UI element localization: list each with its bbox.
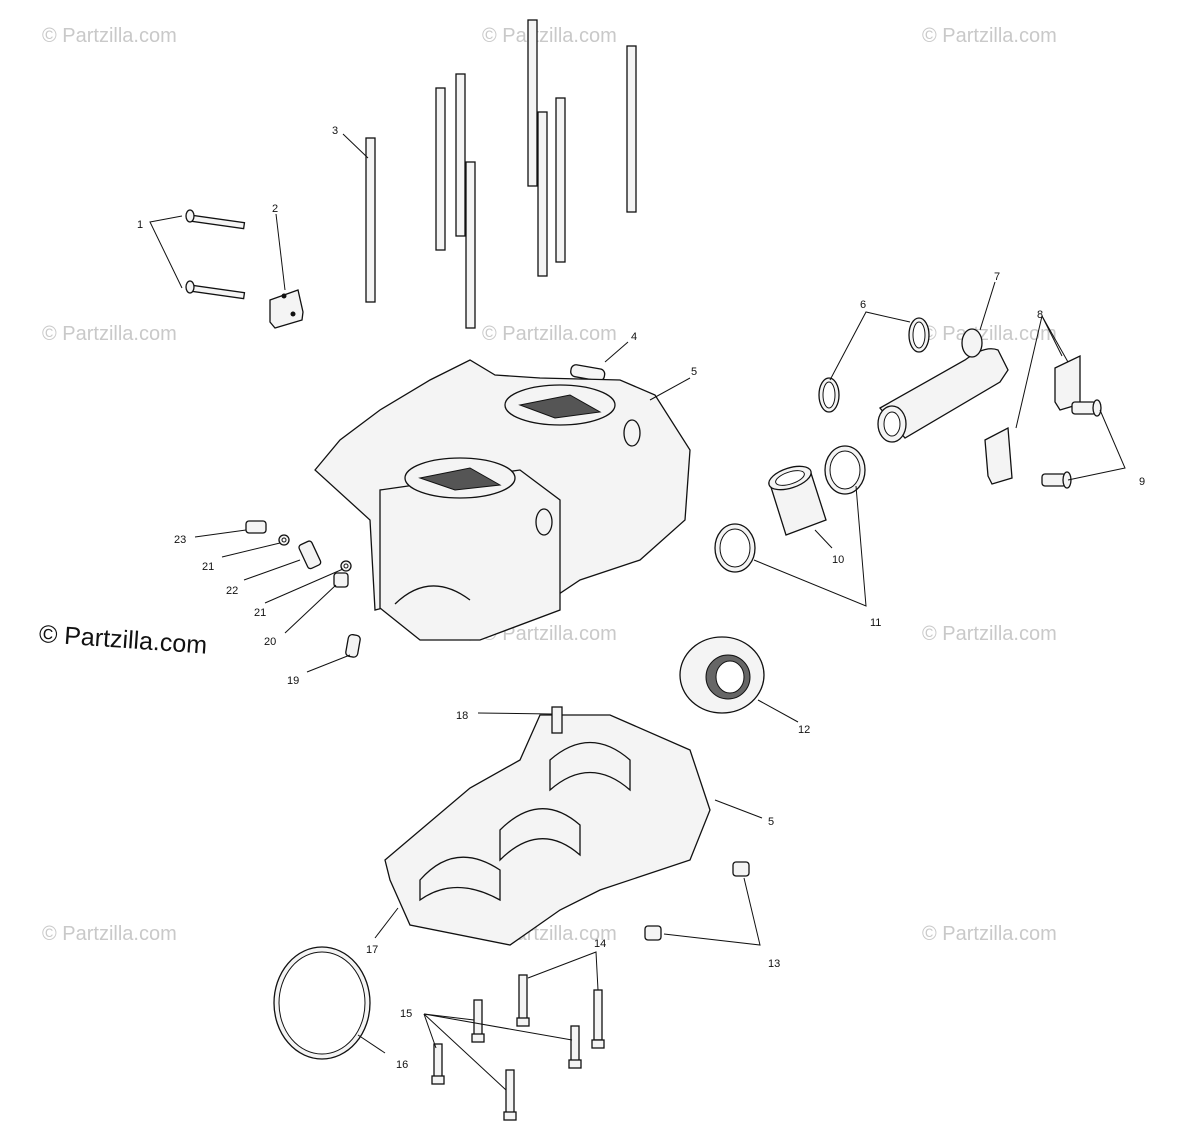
callout-21-b: 21 — [254, 607, 266, 619]
part-1-bolts — [149, 209, 246, 300]
callout-11: 11 — [870, 617, 881, 629]
part-6-o-rings — [818, 311, 930, 413]
watermark-text: © Partzilla.com — [922, 623, 1057, 645]
part-9-screws — [1041, 399, 1126, 489]
watermark-group: © Partzilla.com © Partzilla.com © Partzi… — [42, 25, 1057, 945]
part-8-brackets — [984, 314, 1081, 485]
watermark-text: © Partzilla.com — [922, 25, 1057, 47]
part-16-ring — [273, 946, 386, 1060]
part-3-studs — [342, 19, 637, 329]
callout-14: 14 — [594, 938, 606, 950]
callout-7: 7 — [994, 271, 1000, 283]
callout-22: 22 — [226, 585, 238, 597]
part-12-oil-seal — [679, 636, 799, 723]
watermark-text: © Partzilla.com — [42, 25, 177, 47]
callout-10: 10 — [832, 554, 844, 566]
part-7-water-elbow — [877, 281, 1009, 443]
callout-6: 6 — [860, 299, 866, 311]
part-19-23-hardware — [194, 520, 361, 673]
watermark-text: © Partzilla.com — [482, 623, 617, 645]
callout-21-a: 21 — [202, 561, 214, 573]
callout-23: 23 — [174, 534, 186, 546]
part-13-plugs — [644, 861, 761, 946]
part-10-hose — [768, 465, 833, 549]
callout-1: 1 — [137, 219, 143, 231]
watermark-text: © Partzilla.com — [922, 923, 1057, 945]
watermark-text: © Partzilla.com — [42, 923, 177, 945]
watermark-text: © Partzilla.com — [482, 323, 617, 345]
watermark-text: © Partzilla.com — [42, 323, 177, 345]
callout-12: 12 — [798, 724, 810, 736]
callout-labels: 1 2 3 4 5 5 6 7 8 9 10 11 12 13 14 15 16… — [137, 125, 1145, 1071]
part-2-cover-plate — [269, 213, 304, 329]
part-4-dowel — [570, 341, 629, 382]
part-18-stud — [477, 706, 563, 734]
part-5-lower-crankcase — [384, 714, 763, 946]
callout-9: 9 — [1139, 476, 1145, 488]
callout-20: 20 — [264, 636, 276, 648]
part-17-pin — [374, 907, 399, 939]
part-11-hose-clamps — [714, 445, 867, 607]
callout-5-lower: 5 — [768, 816, 774, 828]
callout-8: 8 — [1037, 309, 1043, 321]
callout-17: 17 — [366, 944, 378, 956]
callout-13: 13 — [768, 958, 780, 970]
callout-19: 19 — [287, 675, 299, 687]
callout-5-upper: 5 — [691, 366, 697, 378]
callout-18: 18 — [456, 710, 468, 722]
callout-15: 15 — [400, 1008, 412, 1020]
callout-3: 3 — [332, 125, 338, 137]
watermark-text: © Partzilla.com — [482, 25, 617, 47]
callout-16: 16 — [396, 1059, 408, 1071]
callout-4: 4 — [631, 331, 637, 343]
watermark-text: © Partzilla.com — [922, 323, 1057, 345]
part-14-15-bolts — [423, 951, 605, 1121]
part-5-upper-crankcase — [314, 359, 691, 641]
callout-2: 2 — [272, 203, 278, 215]
